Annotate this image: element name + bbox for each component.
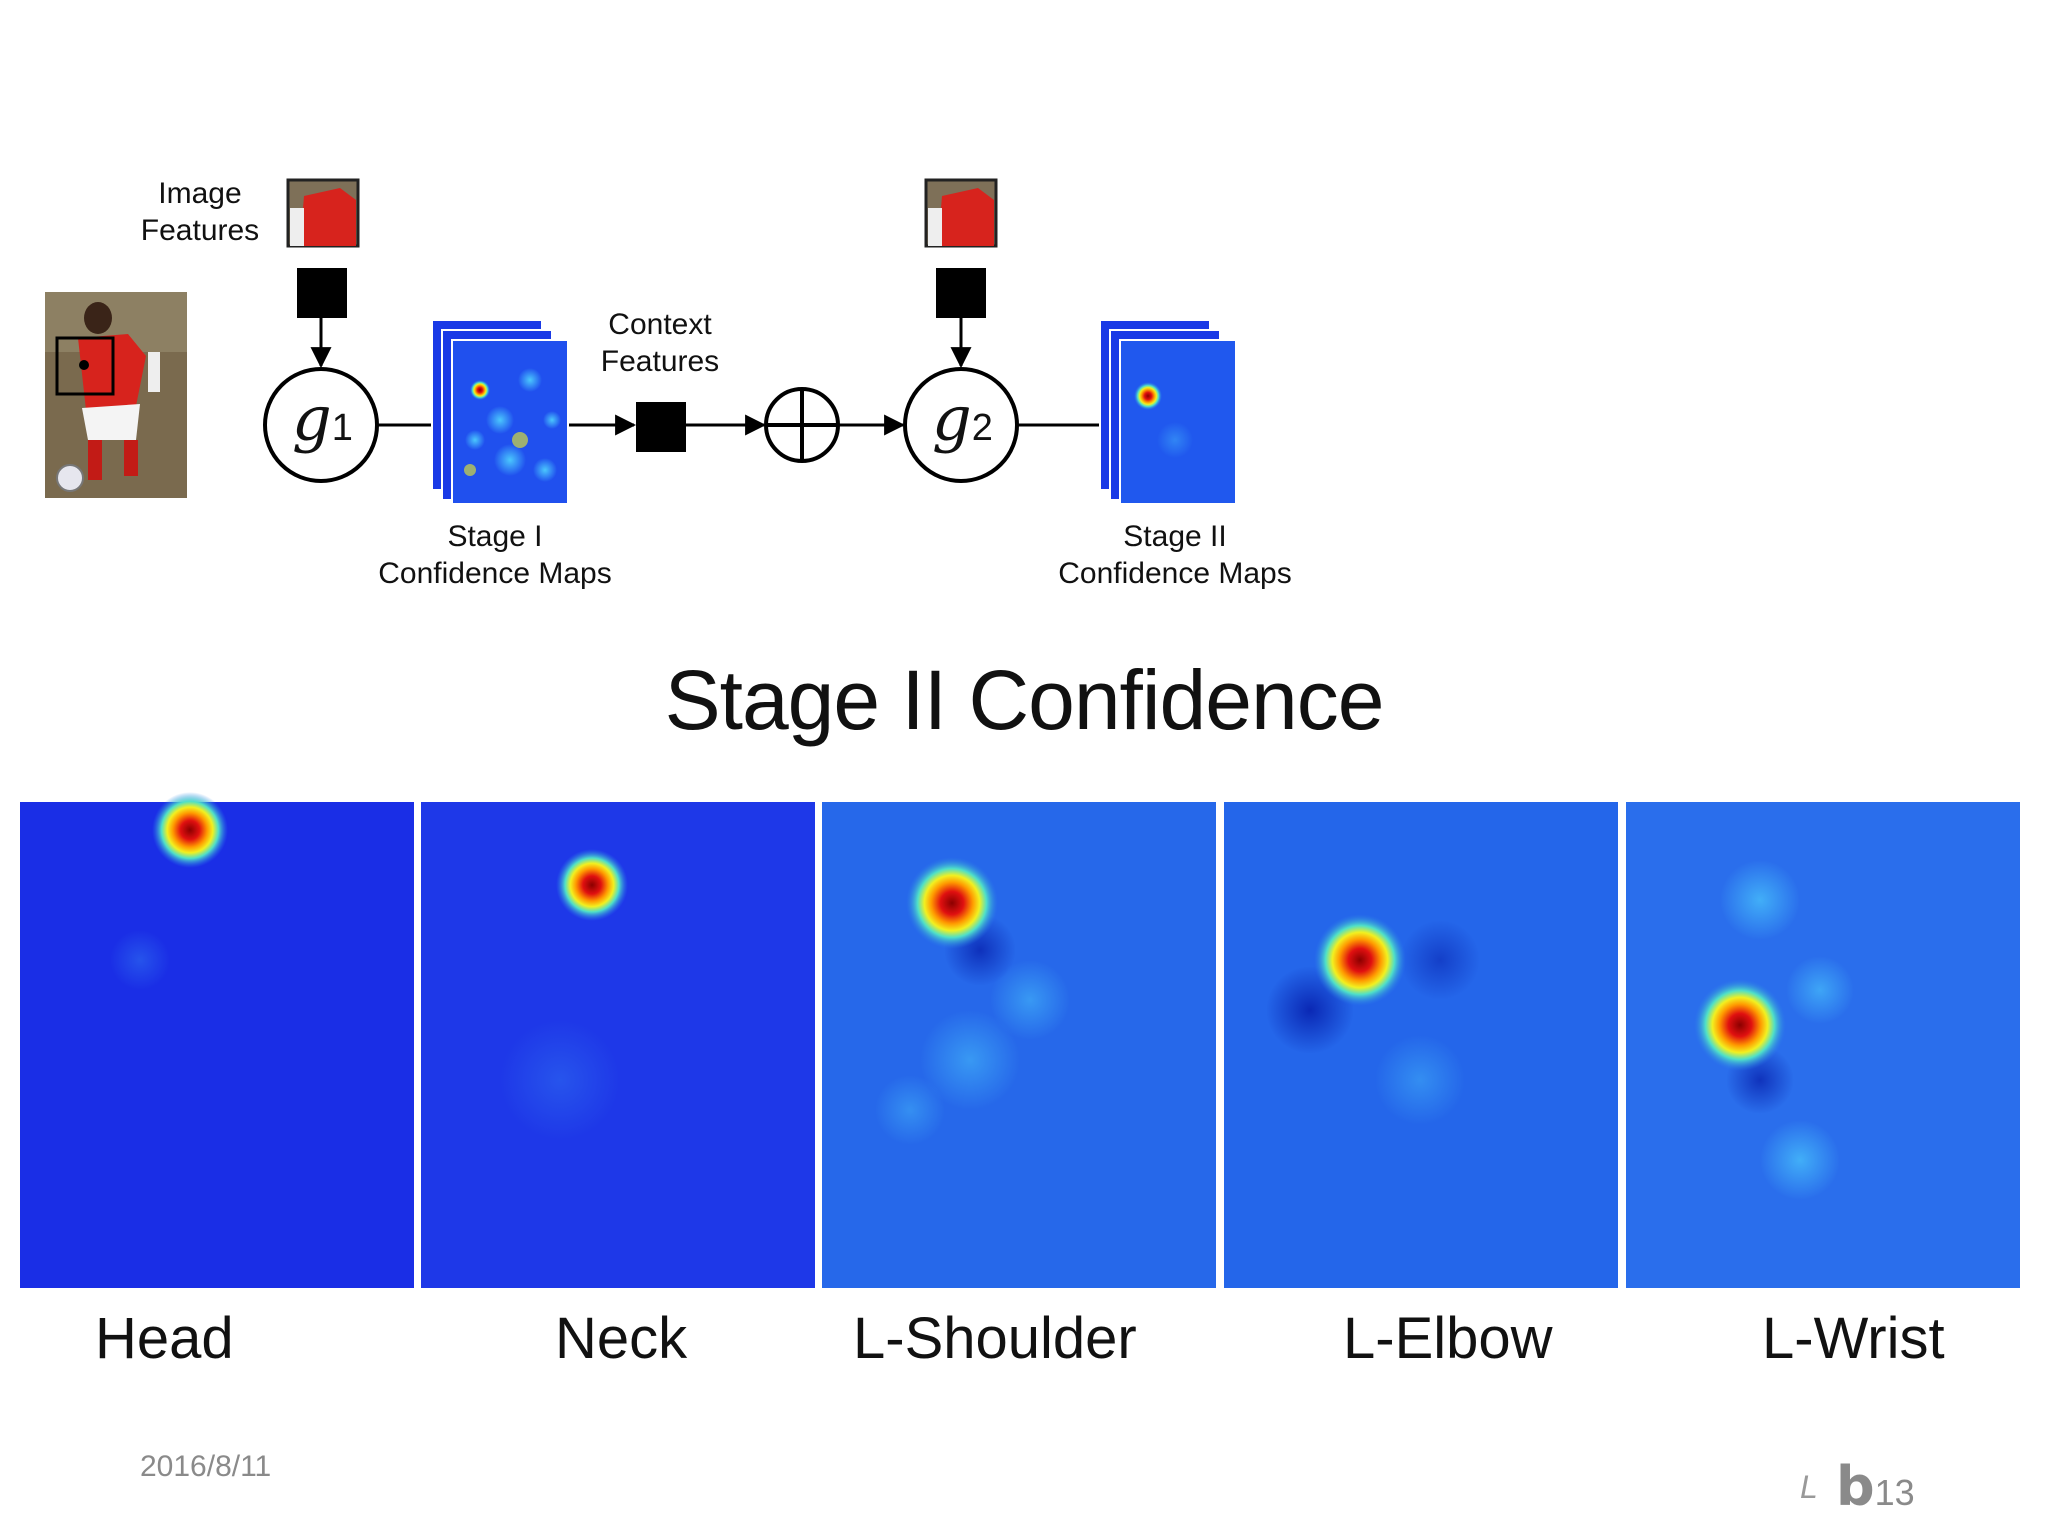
stage1-confidence-stack (431, 319, 569, 505)
g1-symbol: g (292, 382, 332, 455)
heatmap-head (20, 792, 414, 1288)
g1-subscript: 1 (331, 407, 353, 449)
stage2-confidence-stack (1099, 319, 1237, 505)
heatmap-neck (421, 802, 815, 1288)
g1-label: g1 (292, 382, 353, 455)
heatmap-l-wrist (1626, 802, 2020, 1288)
label-l-wrist: L-Wrist (1762, 1306, 1945, 1371)
image-feature-op-2 (936, 268, 986, 318)
image-features-label: Image Features (140, 177, 260, 247)
g2-symbol: g (932, 382, 972, 455)
label-neck: Neck (555, 1306, 688, 1371)
context-features-label: Context Features (600, 308, 720, 378)
image-feature-patch-1 (286, 178, 360, 248)
input-player-image (45, 292, 187, 498)
label-head: Head (95, 1306, 234, 1371)
image-feature-patch-2 (924, 178, 998, 248)
logo-mark: L (1800, 1469, 1818, 1505)
heatmap-l-elbow (1224, 802, 1618, 1288)
logo-letter: b (1836, 1455, 1875, 1518)
context-feature-op (636, 402, 686, 452)
image-feature-op-1 (297, 268, 347, 318)
label-l-elbow: L-Elbow (1343, 1306, 1553, 1371)
slide-number: b13 (1836, 1455, 1915, 1518)
stage1-label: Stage I Confidence Maps (378, 520, 612, 590)
heatmap-l-shoulder (822, 802, 1216, 1288)
page-number: 13 (1874, 1472, 1915, 1513)
g2-label: g2 (932, 382, 993, 455)
stage2-label: Stage II Confidence Maps (1058, 520, 1292, 590)
g2-subscript: 2 (971, 407, 993, 449)
sum-node (764, 387, 840, 463)
section-title: Stage II Confidence (664, 653, 1385, 747)
label-l-shoulder: L-Shoulder (853, 1306, 1137, 1371)
footer-date: 2016/8/11 (140, 1450, 272, 1483)
